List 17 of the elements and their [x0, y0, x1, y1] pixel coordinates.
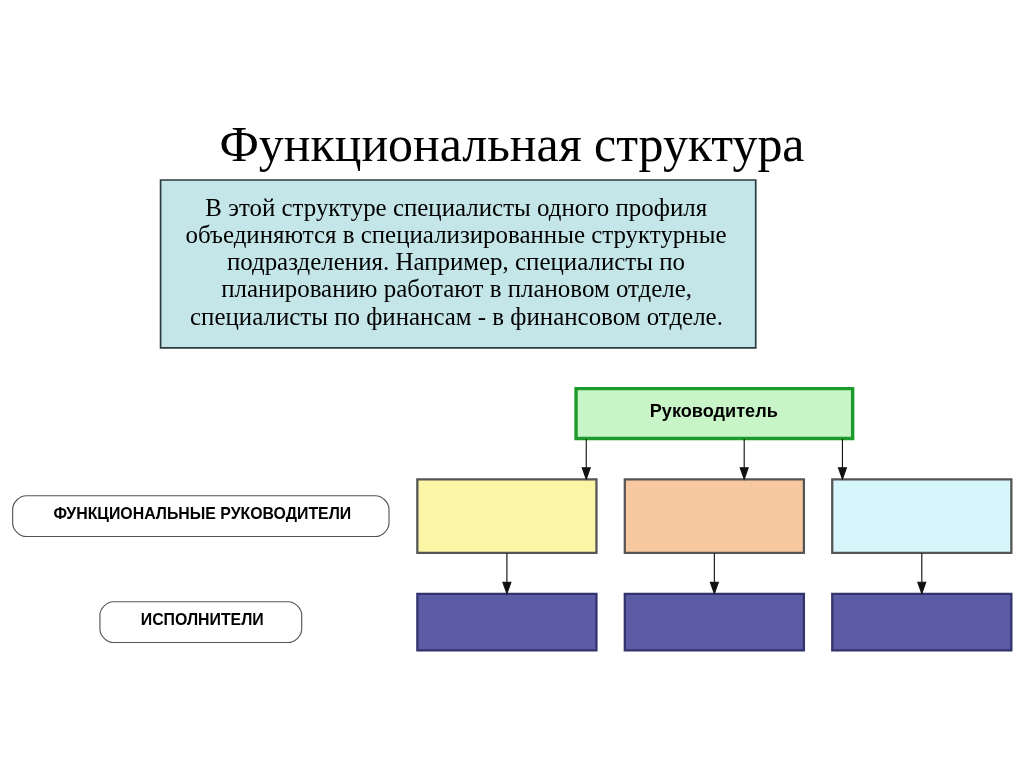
arrow: [581, 438, 591, 481]
arrow: [917, 552, 927, 596]
node-box: [831, 478, 1013, 555]
node-box: [831, 592, 1013, 652]
arrow: [709, 552, 720, 596]
arrow: [502, 552, 512, 596]
node-box: В этой структуре специалисты одного профиля объединяются в специализированные структурные подразделения. Например, специалисты по планированию работают в плановом отделе, специалисты по финансам - в финансовом отделе.: [159, 179, 757, 349]
node-box: [416, 592, 598, 652]
node-box: [623, 592, 806, 652]
node-box: [416, 478, 598, 555]
node-box: ИСПОЛНИТЕЛИ: [99, 601, 303, 644]
node-box: [623, 478, 806, 555]
arrow: [739, 438, 749, 481]
node-box: ФУНКЦИОНАЛЬНЫЕ РУКОВОДИТЕЛИ: [12, 495, 390, 538]
diagram-title: Функциональная структура: [219, 116, 805, 172]
node-box: Руководитель: [574, 386, 855, 441]
arrow: [837, 438, 848, 481]
